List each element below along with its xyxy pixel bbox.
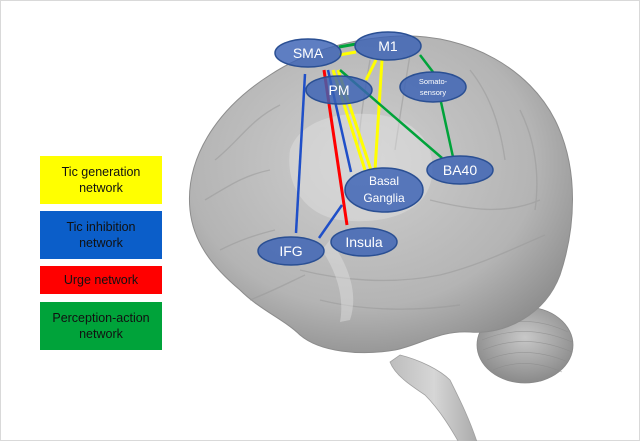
line-m1-pm-yellow: [364, 59, 378, 81]
node-basal-ganglia-label-1: Basal: [369, 174, 399, 188]
line-m1-basal-yellow: [373, 59, 384, 171]
node-basal-ganglia: Basal Ganglia: [344, 167, 424, 213]
node-sma: SMA: [274, 38, 342, 68]
line-sma-m1-green: [338, 42, 357, 49]
node-insula-label: Insula: [345, 234, 383, 250]
line-m1-somato-green: [419, 54, 434, 73]
node-basal-ganglia-label-2: Ganglia: [363, 191, 405, 205]
legend-urge: Urge network: [40, 266, 162, 294]
legend-perception-action: Perception-action network: [40, 302, 162, 350]
line-sma-ifg-blue: [294, 73, 307, 234]
node-pm: PM: [305, 75, 373, 105]
node-ifg-label: IFG: [279, 243, 302, 259]
node-m1-label: M1: [378, 38, 398, 54]
legend-urge-label: Urge network: [63, 273, 139, 287]
line-sma-m1-yellow: [338, 50, 357, 57]
legend-tic-inhibition-label: Tic inhibition network: [66, 220, 136, 250]
legend-perception-action-label: Perception-action network: [52, 311, 150, 341]
nodes: SMA M1 PM Somato- sensory BA40 Basal Gan…: [257, 31, 494, 266]
node-somatosensory-label-2: sensory: [420, 88, 447, 97]
line-basal-ifg-blue: [317, 204, 344, 239]
legend-tic-inhibition: Tic inhibition network: [40, 211, 162, 259]
node-ba40-label: BA40: [443, 162, 477, 178]
line-somato-ba40-green: [439, 101, 455, 158]
brain-sulci: [204, 54, 546, 310]
cerebellum-folia: [481, 321, 573, 373]
node-m1: M1: [354, 31, 422, 61]
node-insula: Insula: [330, 227, 398, 257]
node-pm-label: PM: [329, 82, 350, 98]
node-ifg: IFG: [257, 236, 325, 266]
brainstem: [389, 354, 478, 441]
node-sma-label: SMA: [293, 45, 324, 61]
node-somatosensory-label-1: Somato-: [419, 77, 448, 86]
legend-tic-generation: Tic generation network: [40, 156, 162, 204]
legend-tic-generation-label: Tic generation network: [61, 165, 141, 195]
node-ba40: BA40: [426, 155, 494, 185]
node-somatosensory: Somato- sensory: [399, 71, 467, 103]
